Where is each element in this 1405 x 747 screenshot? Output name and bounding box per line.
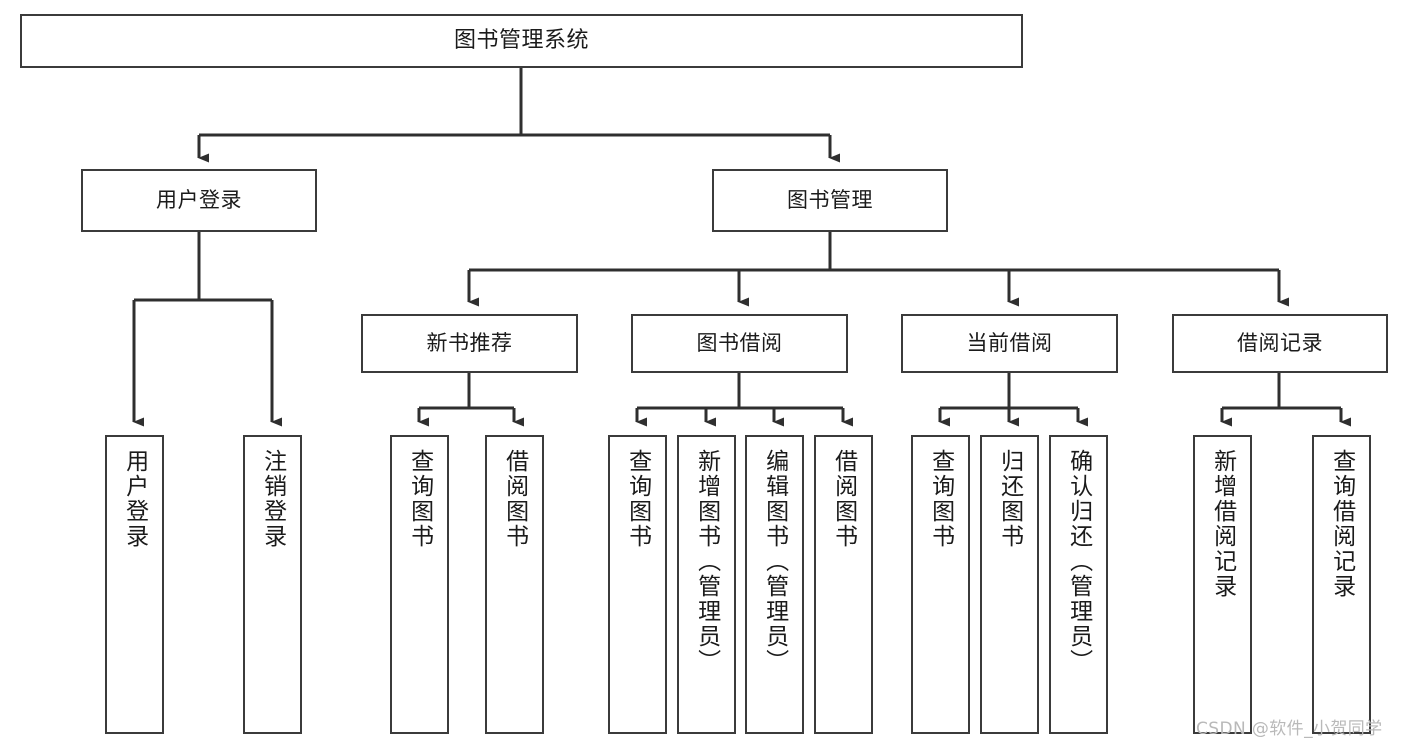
leaf-borrow-query-book[interactable]: 查询图书: [608, 435, 667, 734]
node-new-book-recommend[interactable]: 新书推荐: [361, 314, 578, 373]
leaf-record-add-label: 新增借阅记录: [1209, 449, 1236, 599]
node-book-borrow-label: 图书借阅: [696, 331, 783, 356]
leaf-new-book-borrow-label: 借阅图书: [501, 449, 528, 549]
node-book-borrow[interactable]: 图书借阅: [631, 314, 848, 373]
leaf-record-add[interactable]: 新增借阅记录: [1193, 435, 1252, 734]
leaf-current-confirm-return-label: 确认归还（管理员）: [1065, 449, 1092, 674]
leaf-borrow-lend-book[interactable]: 借阅图书: [814, 435, 873, 734]
node-current-borrow-label: 当前借阅: [966, 331, 1053, 356]
leaf-current-confirm-return[interactable]: 确认归还（管理员）: [1049, 435, 1108, 734]
leaf-new-book-query[interactable]: 查询图书: [390, 435, 449, 734]
node-user-login[interactable]: 用户登录: [81, 169, 317, 232]
leaf-current-query-book[interactable]: 查询图书: [911, 435, 970, 734]
node-root-label: 图书管理系统: [453, 28, 589, 54]
leaf-borrow-edit-book-label: 编辑图书（管理员）: [761, 449, 788, 674]
leaf-user-login-login[interactable]: 用户登录: [105, 435, 164, 734]
leaf-user-login-logout-label: 注销登录: [259, 449, 286, 549]
node-book-management-label: 图书管理: [787, 188, 873, 213]
leaf-borrow-lend-book-label: 借阅图书: [830, 449, 857, 549]
leaf-current-return-book[interactable]: 归还图书: [980, 435, 1039, 734]
leaf-new-book-query-label: 查询图书: [406, 449, 433, 549]
node-root-book-management-system[interactable]: 图书管理系统: [20, 14, 1023, 68]
node-borrow-record-label: 借阅记录: [1237, 331, 1323, 356]
leaf-record-query[interactable]: 查询借阅记录: [1312, 435, 1371, 734]
node-current-borrow[interactable]: 当前借阅: [901, 314, 1118, 373]
leaf-borrow-query-book-label: 查询图书: [624, 449, 651, 549]
node-new-book-recommend-label: 新书推荐: [426, 331, 513, 356]
leaf-borrow-edit-book[interactable]: 编辑图书（管理员）: [745, 435, 804, 734]
node-borrow-record[interactable]: 借阅记录: [1172, 314, 1388, 373]
leaf-user-login-login-label: 用户登录: [121, 449, 148, 549]
leaf-current-query-book-label: 查询图书: [927, 449, 954, 549]
node-book-management[interactable]: 图书管理: [712, 169, 948, 232]
leaf-current-return-book-label: 归还图书: [996, 449, 1023, 549]
leaf-borrow-add-book-label: 新增图书（管理员）: [693, 449, 720, 674]
leaf-new-book-borrow[interactable]: 借阅图书: [485, 435, 544, 734]
leaf-record-query-label: 查询借阅记录: [1328, 449, 1355, 599]
node-user-login-label: 用户登录: [156, 188, 242, 213]
leaf-user-login-logout[interactable]: 注销登录: [243, 435, 302, 734]
leaf-borrow-add-book[interactable]: 新增图书（管理员）: [677, 435, 736, 734]
